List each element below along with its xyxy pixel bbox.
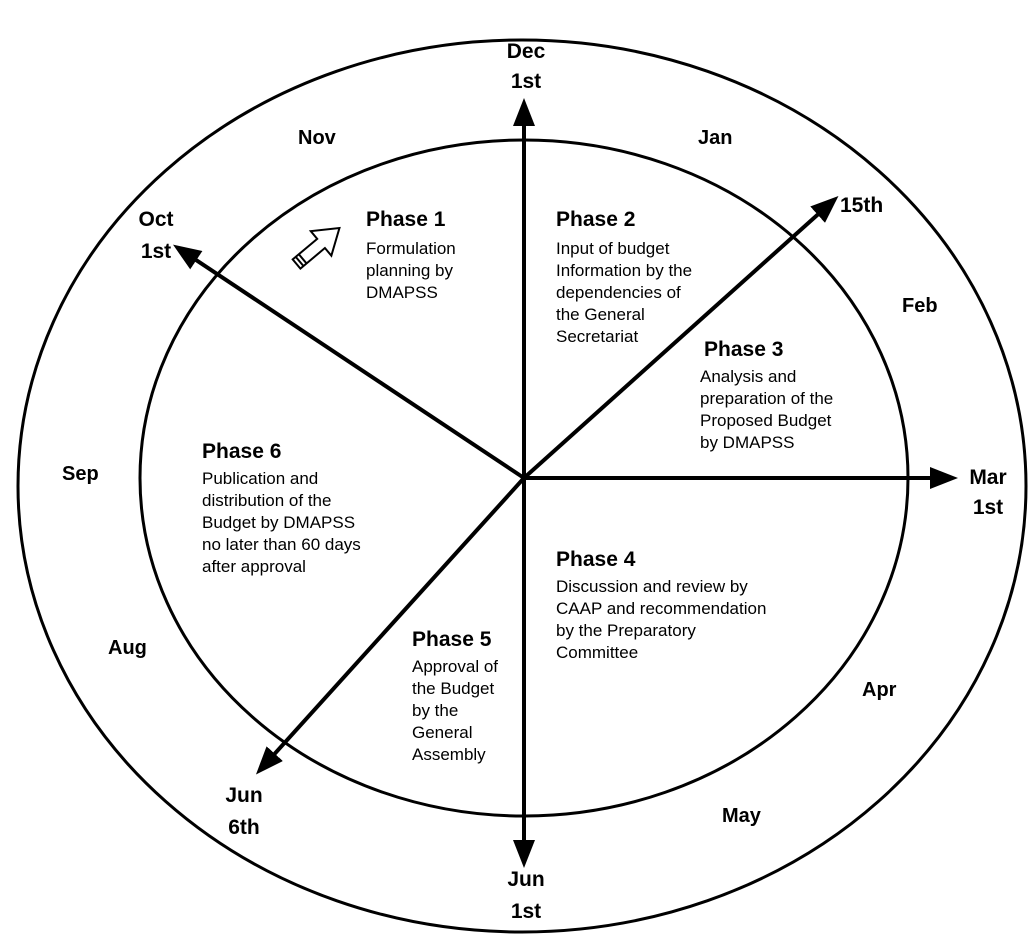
date-label-dec-day: 1st bbox=[511, 70, 541, 93]
phase-5-line-4: General bbox=[412, 723, 472, 742]
phase-3-line-3: Proposed Budget bbox=[700, 411, 832, 430]
phase-1-line-1: Formulation bbox=[366, 239, 456, 258]
month-label-may: May bbox=[722, 805, 762, 827]
phase-2-line-2: Information by the bbox=[556, 261, 692, 280]
date-label-jun-1: Jun bbox=[507, 868, 544, 891]
date-label-mar: Mar bbox=[969, 466, 1006, 489]
phase-5-line-1: Approval of bbox=[412, 657, 498, 676]
phase-4-line-2: CAAP and recommendation bbox=[556, 599, 766, 618]
phase-2-line-4: the General bbox=[556, 305, 645, 324]
phase-5: Phase 5 Approval of the Budget by the Ge… bbox=[412, 628, 498, 764]
date-label-mar-day: 1st bbox=[973, 496, 1003, 519]
phase-3-line-4: by DMAPSS bbox=[700, 433, 794, 452]
date-label-jun-6: Jun bbox=[225, 784, 262, 807]
phase-3: Phase 3 Analysis and preparation of the … bbox=[700, 338, 833, 452]
date-label-jun-6-day: 6th bbox=[228, 816, 260, 839]
month-label-apr: Apr bbox=[862, 679, 897, 701]
phase-6-line-5: after approval bbox=[202, 557, 306, 576]
phase-6-line-1: Publication and bbox=[202, 469, 318, 488]
month-label-feb: Feb bbox=[902, 295, 938, 317]
phase-5-line-5: Assembly bbox=[412, 745, 486, 764]
phase-4-title: Phase 4 bbox=[556, 548, 636, 571]
phase-4-line-4: Committee bbox=[556, 643, 638, 662]
phase-3-line-2: preparation of the bbox=[700, 389, 833, 408]
month-label-aug: Aug bbox=[108, 637, 147, 659]
date-label-dec: Dec bbox=[507, 40, 546, 63]
arrow-jun-6th bbox=[255, 476, 526, 775]
arrow-feb-15th bbox=[522, 195, 839, 480]
phase-1-line-3: DMAPSS bbox=[366, 283, 438, 302]
phase-3-line-1: Analysis and bbox=[700, 367, 796, 386]
phase-4-line-1: Discussion and review by bbox=[556, 577, 748, 596]
phase-2-line-5: Secretariat bbox=[556, 327, 638, 346]
phase-6-line-4: no later than 60 days bbox=[202, 535, 361, 554]
outline-arrow-icon bbox=[291, 226, 341, 271]
phase-2-title: Phase 2 bbox=[556, 208, 635, 231]
phase-1: Phase 1 Formulation planning by DMAPSS bbox=[366, 208, 456, 302]
phase-6-line-3: Budget by DMAPSS bbox=[202, 513, 355, 532]
date-label-jun-1-day: 1st bbox=[511, 900, 541, 923]
month-label-nov: Nov bbox=[298, 127, 337, 149]
phase-2-line-3: dependencies of bbox=[556, 283, 681, 302]
phase-5-line-3: by the bbox=[412, 701, 458, 720]
arrow-oct-1st bbox=[173, 244, 526, 480]
phase-6-title: Phase 6 bbox=[202, 440, 281, 463]
outer-ring bbox=[16, 38, 1028, 934]
month-label-jan: Jan bbox=[698, 127, 732, 149]
date-label-15th: 15th bbox=[840, 194, 883, 217]
phase-5-line-2: the Budget bbox=[412, 679, 495, 698]
date-label-oct: Oct bbox=[138, 208, 173, 231]
phase-4-line-3: by the Preparatory bbox=[556, 621, 696, 640]
phase-2: Phase 2 Input of budget Information by t… bbox=[556, 208, 692, 346]
phase-2-line-1: Input of budget bbox=[556, 239, 670, 258]
phase-6-line-2: distribution of the bbox=[202, 491, 331, 510]
date-label-oct-day: 1st bbox=[141, 240, 171, 263]
phase-3-title: Phase 3 bbox=[704, 338, 783, 361]
phase-6: Phase 6 Publication and distribution of … bbox=[202, 440, 361, 576]
phase-1-line-2: planning by bbox=[366, 261, 453, 280]
phase-1-title: Phase 1 bbox=[366, 208, 446, 231]
phase-4: Phase 4 Discussion and review by CAAP an… bbox=[556, 548, 766, 662]
month-label-sep: Sep bbox=[62, 463, 99, 485]
phase-5-title: Phase 5 bbox=[412, 628, 492, 651]
